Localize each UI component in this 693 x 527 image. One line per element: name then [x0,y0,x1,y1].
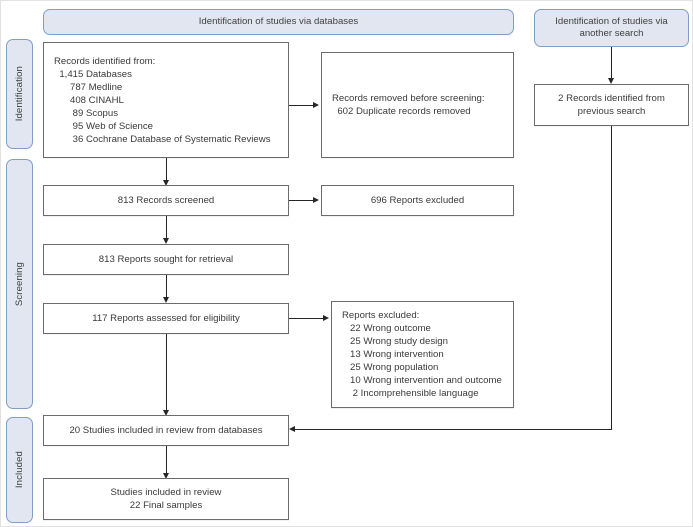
box-records-previous-search: 2 Records identified from previous searc… [534,84,689,126]
arrowhead-assessed-to-included [162,410,169,416]
box-records-screened: 813 Records screened [43,185,289,216]
arrowhead-screened-to-sought [162,238,169,244]
records-identified-line-7: 36 Cochrane Database of Systematic Revie… [54,133,271,145]
studies-included-final-line-1: Studies included in review [110,487,222,498]
connector-identified-to-removed [289,105,313,106]
reports-assessed-line-1: 117 Reports assessed for eligibility [92,313,240,324]
connector-sought-to-assessed [166,275,167,297]
box-reports-assessed: 117 Reports assessed for eligibility [43,303,289,334]
arrowhead-included-to-final [162,473,169,479]
phase-label-identification-text: Identification [14,66,25,122]
phase-label-included: Included [6,417,33,523]
arrowhead-screened-to-excluded [313,196,319,203]
arrowhead-assessed-to-excluded [323,314,329,321]
reports-excluded-screening-line-1: 696 Reports excluded [370,195,465,206]
phase-label-screening: Screening [6,159,33,409]
box-reports-excluded-screening: 696 Reports excluded [321,185,514,216]
records-removed-line-1: Records removed before screening: [332,93,485,104]
connector-identified-to-screened [166,158,167,180]
banner-identification-another-search: Identification of studies via another se… [534,9,689,47]
records-identified-line-3: 787 Medline [54,81,123,93]
connector-assessed-to-excluded [289,318,323,319]
records-identified-line-5: 89 Scopus [54,107,118,119]
records-identified-line-6: 95 Web of Science [54,120,154,132]
connector-banner-to-previous-search [611,47,612,78]
connector-included-to-final [166,446,167,473]
studies-included-final-line-2: 22 Final samples [129,500,203,511]
records-previous-search-line-2: previous search [577,106,646,117]
reports-excluded-eligibility-line-5: 25 Wrong population [342,362,439,373]
connector-assessed-to-included [166,334,167,410]
reports-excluded-eligibility-line-7: 2 Incomprehensible language [342,388,479,399]
records-screened-line-1: 813 Records screened [117,195,215,206]
connector-screened-to-sought [166,216,167,238]
phase-label-screening-text: Screening [14,261,25,307]
records-removed-line-2: 602 Duplicate records removed [332,106,471,117]
box-reports-sought: 813 Reports sought for retrieval [43,244,289,275]
phase-label-included-text: Included [14,451,25,489]
reports-excluded-eligibility-line-1: Reports excluded: [342,310,420,321]
arrowhead-identified-to-screened [162,180,169,186]
arrowhead-banner-to-previous-search [607,78,614,84]
box-studies-included-final: Studies included in review 22 Final samp… [43,478,289,520]
phase-label-identification: Identification [6,39,33,149]
arrowhead-previous-search-to-included [289,425,295,432]
records-identified-line-4: 408 CINAHL [54,94,124,106]
box-records-identified: Records identified from: 1,415 Databases… [43,42,289,158]
box-reports-excluded-eligibility: Reports excluded: 22 Wrong outcome 25 Wr… [331,301,514,408]
reports-sought-line-1: 813 Reports sought for retrieval [98,254,234,265]
box-studies-included-databases: 20 Studies included in review from datab… [43,415,289,446]
arrowhead-identified-to-removed [313,101,319,108]
connector-screened-to-excluded [289,200,313,201]
connector-previous-search-horizontal [295,429,612,430]
box-records-removed: Records removed before screening: 602 Du… [321,52,514,158]
reports-excluded-eligibility-line-3: 25 Wrong study design [342,336,448,347]
studies-included-databases-line-1: 20 Studies included in review from datab… [69,425,263,436]
connector-previous-search-vertical [611,126,612,429]
reports-excluded-eligibility-line-2: 22 Wrong outcome [342,323,431,334]
records-identified-line-1: Records identified from: [54,55,156,67]
banner-identification-databases: Identification of studies via databases [43,9,514,35]
records-previous-search-line-1: 2 Records identified from [558,93,665,104]
reports-excluded-eligibility-line-4: 13 Wrong intervention [342,349,444,360]
arrowhead-sought-to-assessed [162,297,169,303]
records-identified-line-2: 1,415 Databases [54,68,132,80]
reports-excluded-eligibility-line-6: 10 Wrong intervention and outcome [342,375,502,386]
